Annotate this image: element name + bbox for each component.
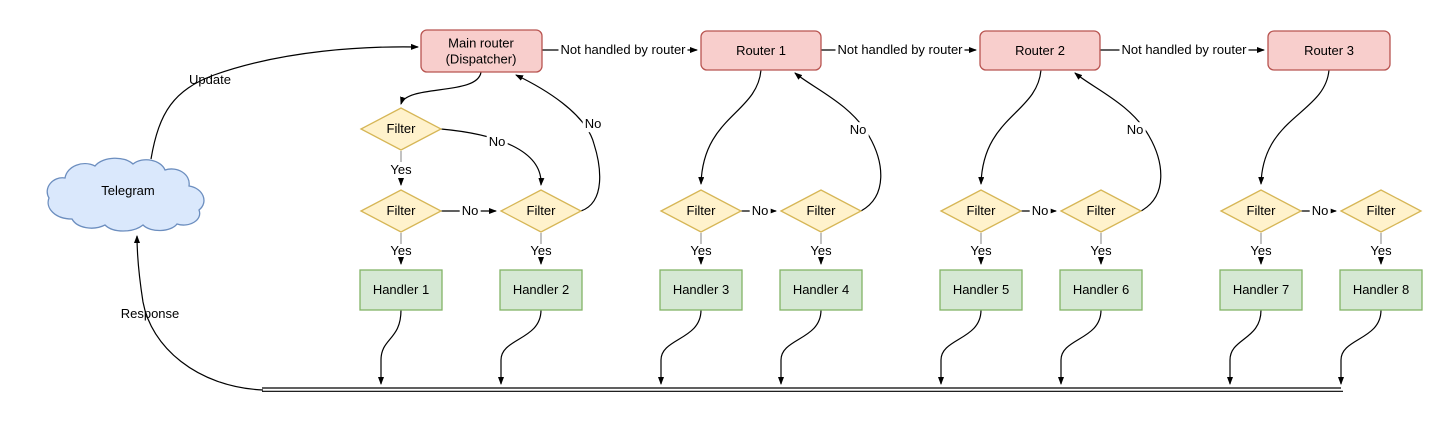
handler7-to-bus-arrow xyxy=(1227,309,1262,385)
not-handled-label-2: Not handled by router xyxy=(835,42,965,58)
yes-label: Yes xyxy=(1250,243,1272,259)
handler-5-label: Handler 5 xyxy=(952,282,1010,298)
handler-6-label: Handler 6 xyxy=(1072,282,1130,298)
filter-diamond xyxy=(1339,189,1423,233)
filter-diamond xyxy=(779,189,863,233)
handler-4-label: Handler 4 xyxy=(792,282,850,298)
handler1-to-bus-arrow xyxy=(378,309,402,385)
yes-label: Yes xyxy=(970,243,992,259)
response-edge-label: Response xyxy=(120,306,180,322)
no-label: No xyxy=(486,134,508,150)
no-label: No xyxy=(1029,203,1051,219)
router-3-box xyxy=(1267,30,1391,71)
filter-diamond xyxy=(359,189,443,233)
filter-label: Filter xyxy=(526,203,556,219)
router-2-label: Router 2 xyxy=(1015,43,1065,59)
yes-label: Yes xyxy=(690,243,712,259)
dispatcher-label-line2: (Dispatcher) xyxy=(445,51,517,66)
filter-diamond xyxy=(939,189,1023,233)
no-label: No xyxy=(749,203,771,219)
handler-8-label: Handler 8 xyxy=(1352,282,1410,298)
filter-diamond xyxy=(499,189,583,233)
handler-3-label: Handler 3 xyxy=(672,282,730,298)
filter-label: Filter xyxy=(966,203,996,219)
filter-label: Filter xyxy=(686,203,716,219)
handler-5-box xyxy=(939,269,1023,311)
handler-2-box xyxy=(499,269,583,311)
filter-diamond xyxy=(659,189,743,233)
connector-lines xyxy=(134,43,1384,392)
filter-label: Filter xyxy=(806,203,836,219)
filter-diamond xyxy=(1219,189,1303,233)
no-label: No xyxy=(847,122,869,138)
update-edge-label: Update xyxy=(189,72,231,88)
yes-label: Yes xyxy=(810,243,832,259)
router3-to-filter-arrow xyxy=(1258,69,1330,185)
filter-label: Filter xyxy=(1366,203,1396,219)
router-1-label: Router 1 xyxy=(736,43,786,59)
handler-3-box xyxy=(659,269,743,311)
handler3-to-bus-arrow xyxy=(658,309,702,385)
handler-7-box xyxy=(1219,269,1303,311)
no-loop-to-router1 xyxy=(794,72,882,212)
handler8-to-bus-arrow xyxy=(1338,309,1382,385)
diagram-nodes xyxy=(46,29,1423,311)
filter-label: Filter xyxy=(386,203,416,219)
no-label: No xyxy=(582,116,604,132)
no-label: No xyxy=(1124,122,1146,138)
yes-label: Yes xyxy=(390,162,412,178)
handler-8-box xyxy=(1339,269,1423,311)
telegram-cloud-label: Telegram xyxy=(101,183,155,199)
handler-4-box xyxy=(779,269,863,311)
filter-label: Filter xyxy=(1246,203,1276,219)
yes-label: Yes xyxy=(390,243,412,259)
no-label: No xyxy=(459,203,481,219)
handler-6-box xyxy=(1059,269,1143,311)
yes-label: Yes xyxy=(1090,243,1112,259)
router-2-box xyxy=(979,30,1101,71)
update-arrow xyxy=(150,43,419,160)
handler2-to-bus-arrow xyxy=(498,309,542,385)
response-arrow xyxy=(134,235,264,391)
not-handled-label-3: Not handled by router xyxy=(1119,42,1249,58)
filter-label: Filter xyxy=(1086,203,1116,219)
no-loop-to-dispatcher xyxy=(515,74,601,212)
handler-7-label: Handler 7 xyxy=(1232,282,1290,298)
dispatcher-label: Main router (Dispatcher) xyxy=(446,35,517,66)
dispatcher-box xyxy=(420,29,543,73)
no-label: No xyxy=(1309,203,1331,219)
no-loop-to-router2 xyxy=(1074,72,1162,212)
router-3-label: Router 3 xyxy=(1304,43,1354,59)
handler-2-label: Handler 2 xyxy=(512,282,570,298)
router2-to-filter-arrow xyxy=(978,69,1042,185)
filter-diamond xyxy=(359,107,443,151)
yes-label: Yes xyxy=(530,243,552,259)
yes-label: Yes xyxy=(1370,243,1392,259)
no-arrow-filterA-to-filterC xyxy=(440,128,545,186)
handler5-to-bus-arrow xyxy=(938,309,982,385)
filter-label: Filter xyxy=(386,121,416,137)
router-1-box xyxy=(700,30,822,71)
handler-1-label: Handler 1 xyxy=(372,282,430,298)
not-handled-label-1: Not handled by router xyxy=(558,42,688,58)
filter-diamond xyxy=(1059,189,1143,233)
handler4-to-bus-arrow xyxy=(778,309,822,385)
dispatcher-label-line1: Main router xyxy=(448,35,514,51)
handler6-to-bus-arrow xyxy=(1058,309,1102,385)
handler-1-box xyxy=(359,269,443,311)
telegram-cloud-shape xyxy=(46,157,205,232)
router1-to-filter-arrow xyxy=(698,69,762,185)
dispatcher-to-filter-arrow xyxy=(400,71,482,105)
